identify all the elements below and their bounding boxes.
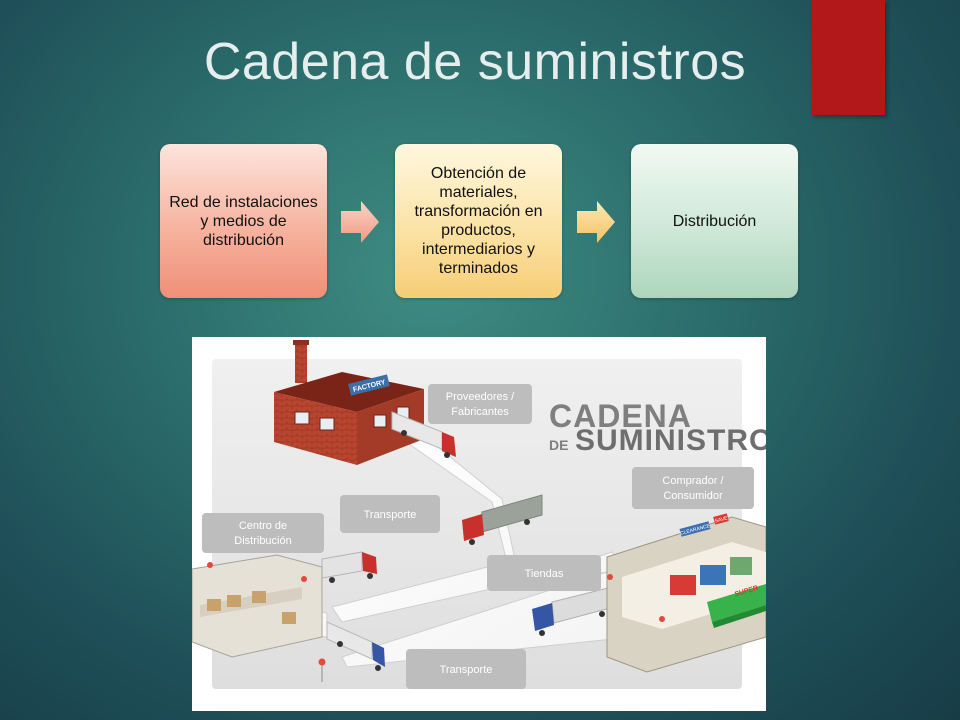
label-buyer-line2: Consumidor — [663, 490, 723, 502]
label-transport-upper-text: Transporte — [364, 509, 417, 521]
label-transport-upper: Transporte — [340, 495, 440, 533]
label-stores-text: Tiendas — [525, 568, 564, 580]
store-building: CLEARANCE SAVE SUPER — [606, 513, 767, 673]
process-step-distribution: Distribución — [631, 144, 798, 298]
accent-bar — [812, 0, 885, 115]
label-distribution-line2: Distribución — [234, 535, 291, 547]
label-buyer: Comprador / Consumidor — [632, 467, 754, 509]
label-suppliers: Proveedores / Fabricantes — [428, 384, 532, 424]
process-flow: Red de instalaciones y medios de distrib… — [0, 0, 960, 320]
label-distribution-center: Centro de Distribución — [202, 513, 324, 553]
label-suppliers-line2: Fabricantes — [451, 406, 509, 418]
process-step-label: Obtención de materiales, transformación … — [414, 165, 543, 277]
arrow-right-icon — [577, 201, 615, 243]
label-suppliers-line1: Proveedores / — [446, 391, 515, 403]
process-step-materials: Obtención de materiales, transformación … — [395, 144, 562, 298]
slide-title: Cadena de suministros — [203, 33, 747, 91]
process-step-network: Red de instalaciones y medios de distrib… — [160, 144, 327, 298]
label-transport-lower: Transporte — [406, 649, 526, 689]
figure-heading-line2: SUMINISTRO — [575, 424, 766, 457]
arrow-right-icon — [341, 201, 379, 243]
label-buyer-line1: Comprador / — [662, 475, 724, 487]
location-pin-icon — [318, 658, 326, 682]
label-transport-lower-text: Transporte — [440, 664, 493, 676]
label-distribution-line1: Centro de — [239, 520, 287, 532]
label-stores: Tiendas — [487, 555, 601, 591]
figure-heading-line1: CADENA — [549, 398, 692, 434]
figure-heading-de: DE — [549, 437, 568, 453]
process-step-label: Distribución — [672, 212, 757, 230]
truck-transport-upper — [462, 494, 543, 545]
distribution-center — [191, 554, 323, 658]
truck-factory — [391, 411, 456, 458]
figure-heading: CADENA DE SUMINISTRO — [549, 398, 772, 457]
process-step-label: Red de instalaciones y medios de distrib… — [169, 193, 318, 249]
truck-transport-lower — [326, 621, 385, 671]
factory-building: FACTORY — [274, 340, 424, 465]
supply-chain-illustration: FACTORY — [191, 337, 772, 711]
store-sign-save: SAVE — [714, 515, 729, 524]
